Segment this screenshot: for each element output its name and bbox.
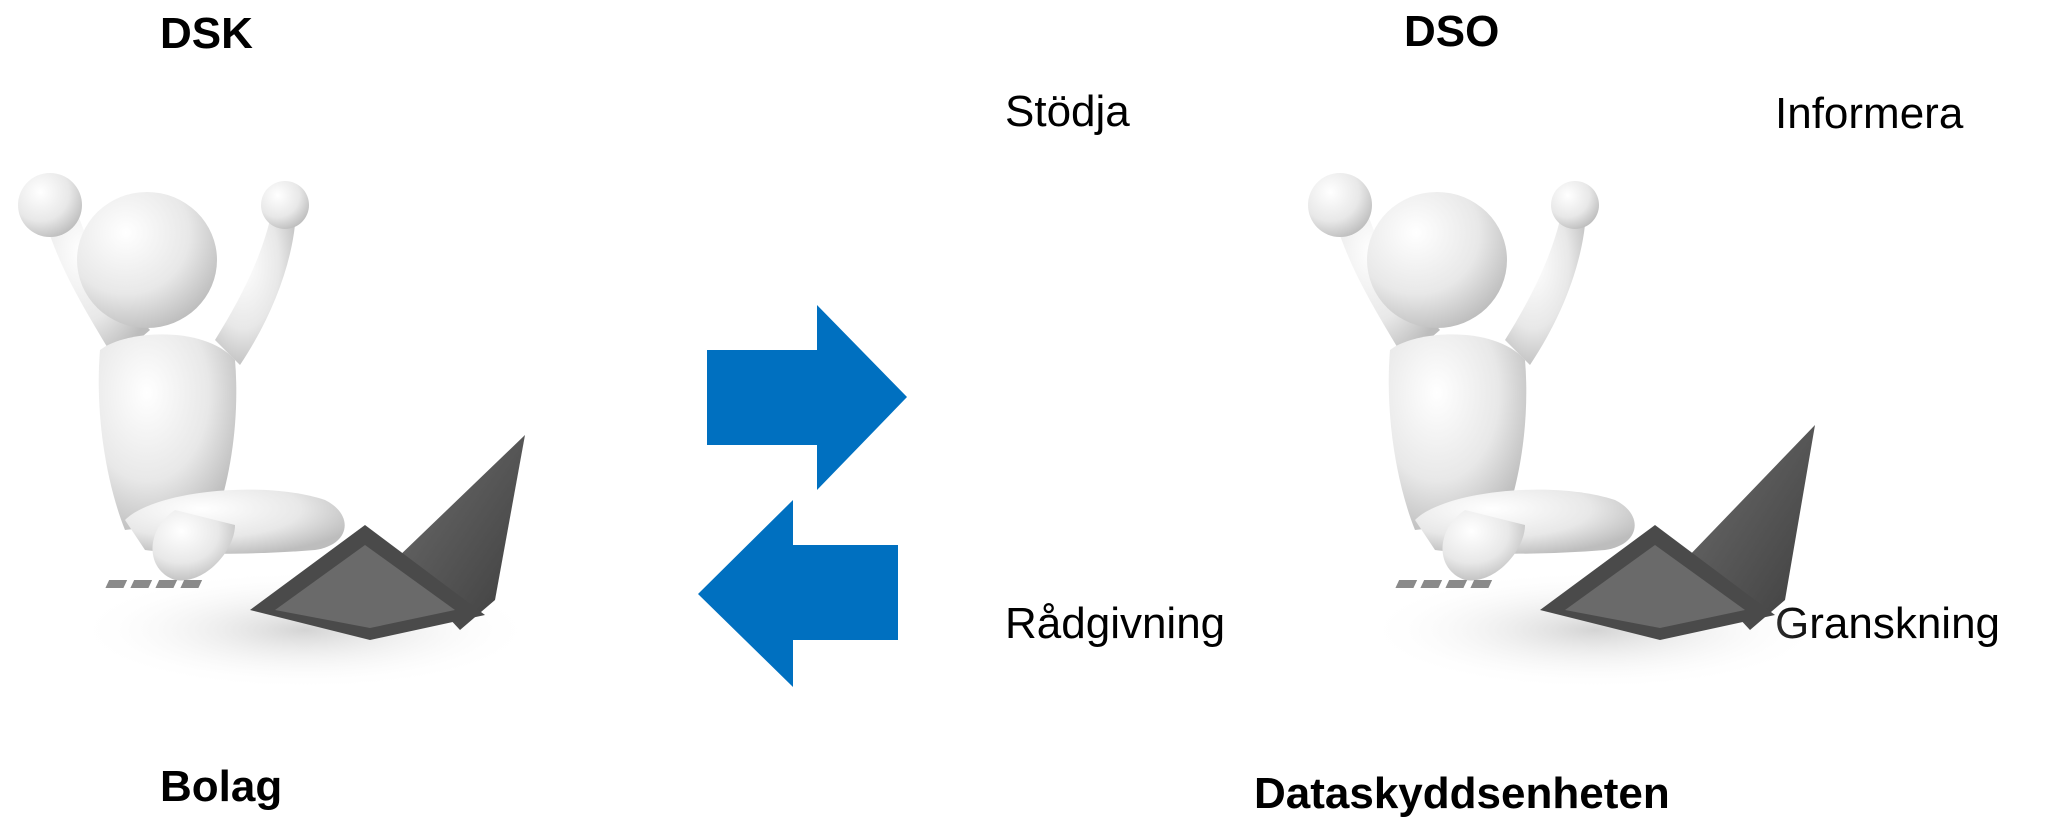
person-with-laptop-icon — [1308, 173, 1825, 690]
left-bottom-label: Bolag — [160, 762, 283, 811]
activity-stodja: Stödja — [1005, 87, 1130, 136]
activity-radgivning: Rådgivning — [1005, 599, 1226, 648]
person-with-laptop-icon — [18, 173, 535, 690]
arrow-right-icon — [707, 305, 907, 490]
arrow-left-icon — [698, 500, 898, 687]
right-top-label: DSO — [1404, 7, 1500, 56]
left-top-label: DSK — [160, 9, 253, 58]
right-bottom-label: Dataskyddsenheten — [1254, 769, 1670, 818]
activity-informera: Informera — [1775, 89, 1964, 138]
